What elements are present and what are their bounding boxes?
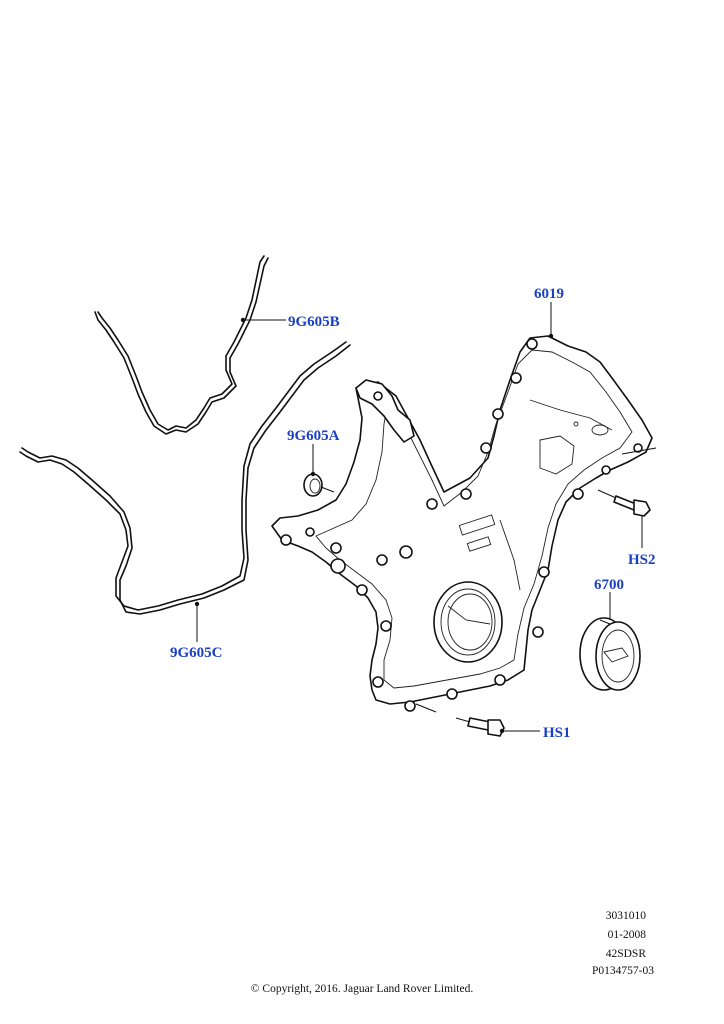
crankshaft-pulley-6700[interactable] <box>579 617 641 691</box>
illustration-reference: P0134757-03 <box>592 965 654 977</box>
gasket-9g605c[interactable] <box>19 341 351 615</box>
callout-6700[interactable]: 6700 <box>594 577 624 593</box>
callout-leaders <box>196 302 643 732</box>
callout-9g605b[interactable]: 9G605B <box>288 314 340 330</box>
copyright-notice: © Copyright, 2016. Jaguar Land Rover Lim… <box>250 983 474 995</box>
cover-bolt-bosses <box>280 338 643 712</box>
callout-9g605a[interactable]: 9G605A <box>287 428 340 444</box>
illustration-model: 42SDSR <box>605 948 646 960</box>
illustration-code: 3031010 <box>605 910 646 922</box>
callout-hs2[interactable]: HS2 <box>628 552 656 568</box>
timing-cover-6019[interactable] <box>271 335 653 712</box>
leader-dots <box>194 317 554 734</box>
callout-hs1[interactable]: HS1 <box>543 725 571 741</box>
seal-9g605a[interactable] <box>303 473 335 497</box>
callout-6019[interactable]: 6019 <box>534 286 564 302</box>
bolt-hs2[interactable] <box>597 447 657 517</box>
callout-9g605c[interactable]: 9G605C <box>170 645 223 661</box>
gasket-9g605b[interactable] <box>94 255 269 435</box>
bolt-hs1[interactable] <box>415 703 505 737</box>
illustration-date: 01-2008 <box>607 929 646 941</box>
